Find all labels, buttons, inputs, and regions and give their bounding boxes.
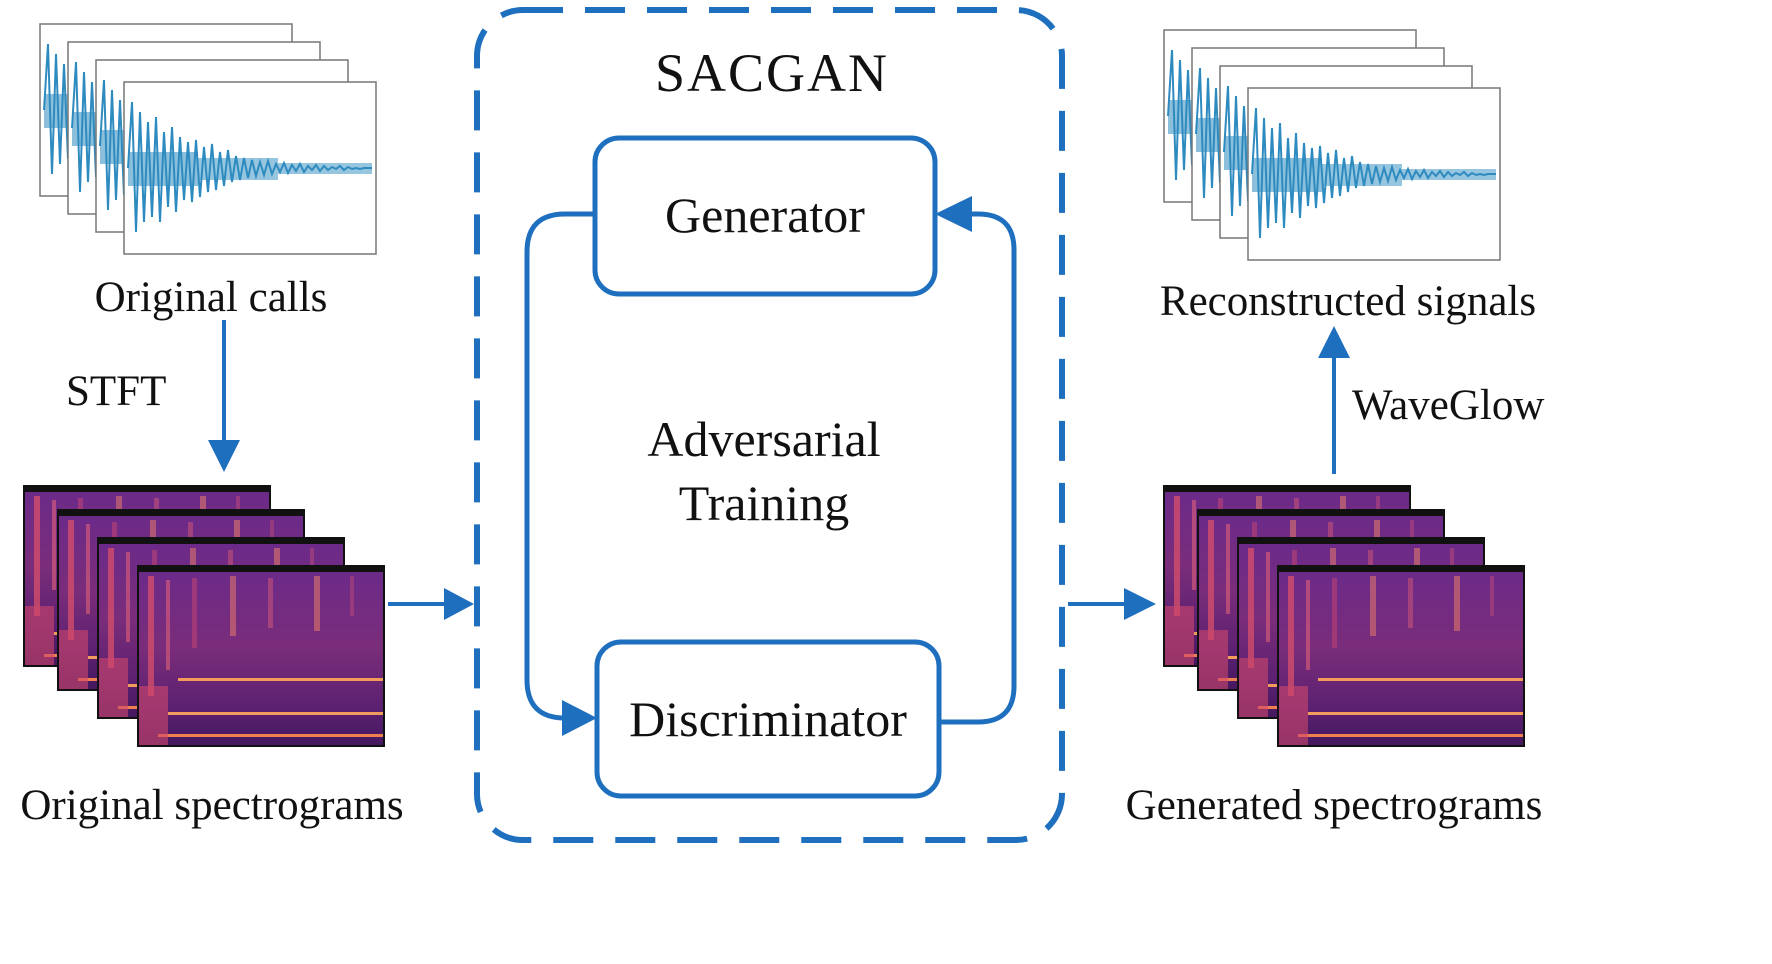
generator-to-discriminator-arrow xyxy=(524,211,595,721)
generator-arrowhead xyxy=(935,196,972,232)
output-arrowhead xyxy=(1124,588,1156,620)
generator-label: Generator xyxy=(665,187,865,243)
reconstructed-signals-label: Reconstructed signals xyxy=(1159,278,1537,325)
original-calls-label: Original calls xyxy=(94,274,328,321)
training-label: Training xyxy=(678,475,850,531)
generated-spectrograms-label: Generated spectrograms xyxy=(1125,782,1543,829)
stft-arrowhead xyxy=(208,440,240,472)
discriminator-to-generator-arrow xyxy=(939,211,1017,725)
generated-spectrograms-stack xyxy=(1163,485,1525,747)
waveglow-label: WaveGlow xyxy=(1352,382,1545,429)
sacgan-frame xyxy=(474,7,1065,843)
original-calls-waveform-stack xyxy=(39,23,377,255)
sacgan-title: SACGAN xyxy=(654,43,890,103)
discriminator-label: Discriminator xyxy=(629,691,907,747)
input-arrowhead xyxy=(444,588,474,620)
reconstructed-signals-waveform-stack xyxy=(1163,29,1501,261)
stft-label: STFT xyxy=(66,368,167,415)
discriminator-box xyxy=(594,639,942,799)
waveglow-arrowhead xyxy=(1318,326,1350,358)
original-spectrograms-label: Original spectrograms xyxy=(20,782,404,829)
discriminator-arrowhead xyxy=(562,700,597,736)
original-spectrograms-stack xyxy=(23,485,385,747)
adversarial-label: Adversarial xyxy=(647,411,881,467)
